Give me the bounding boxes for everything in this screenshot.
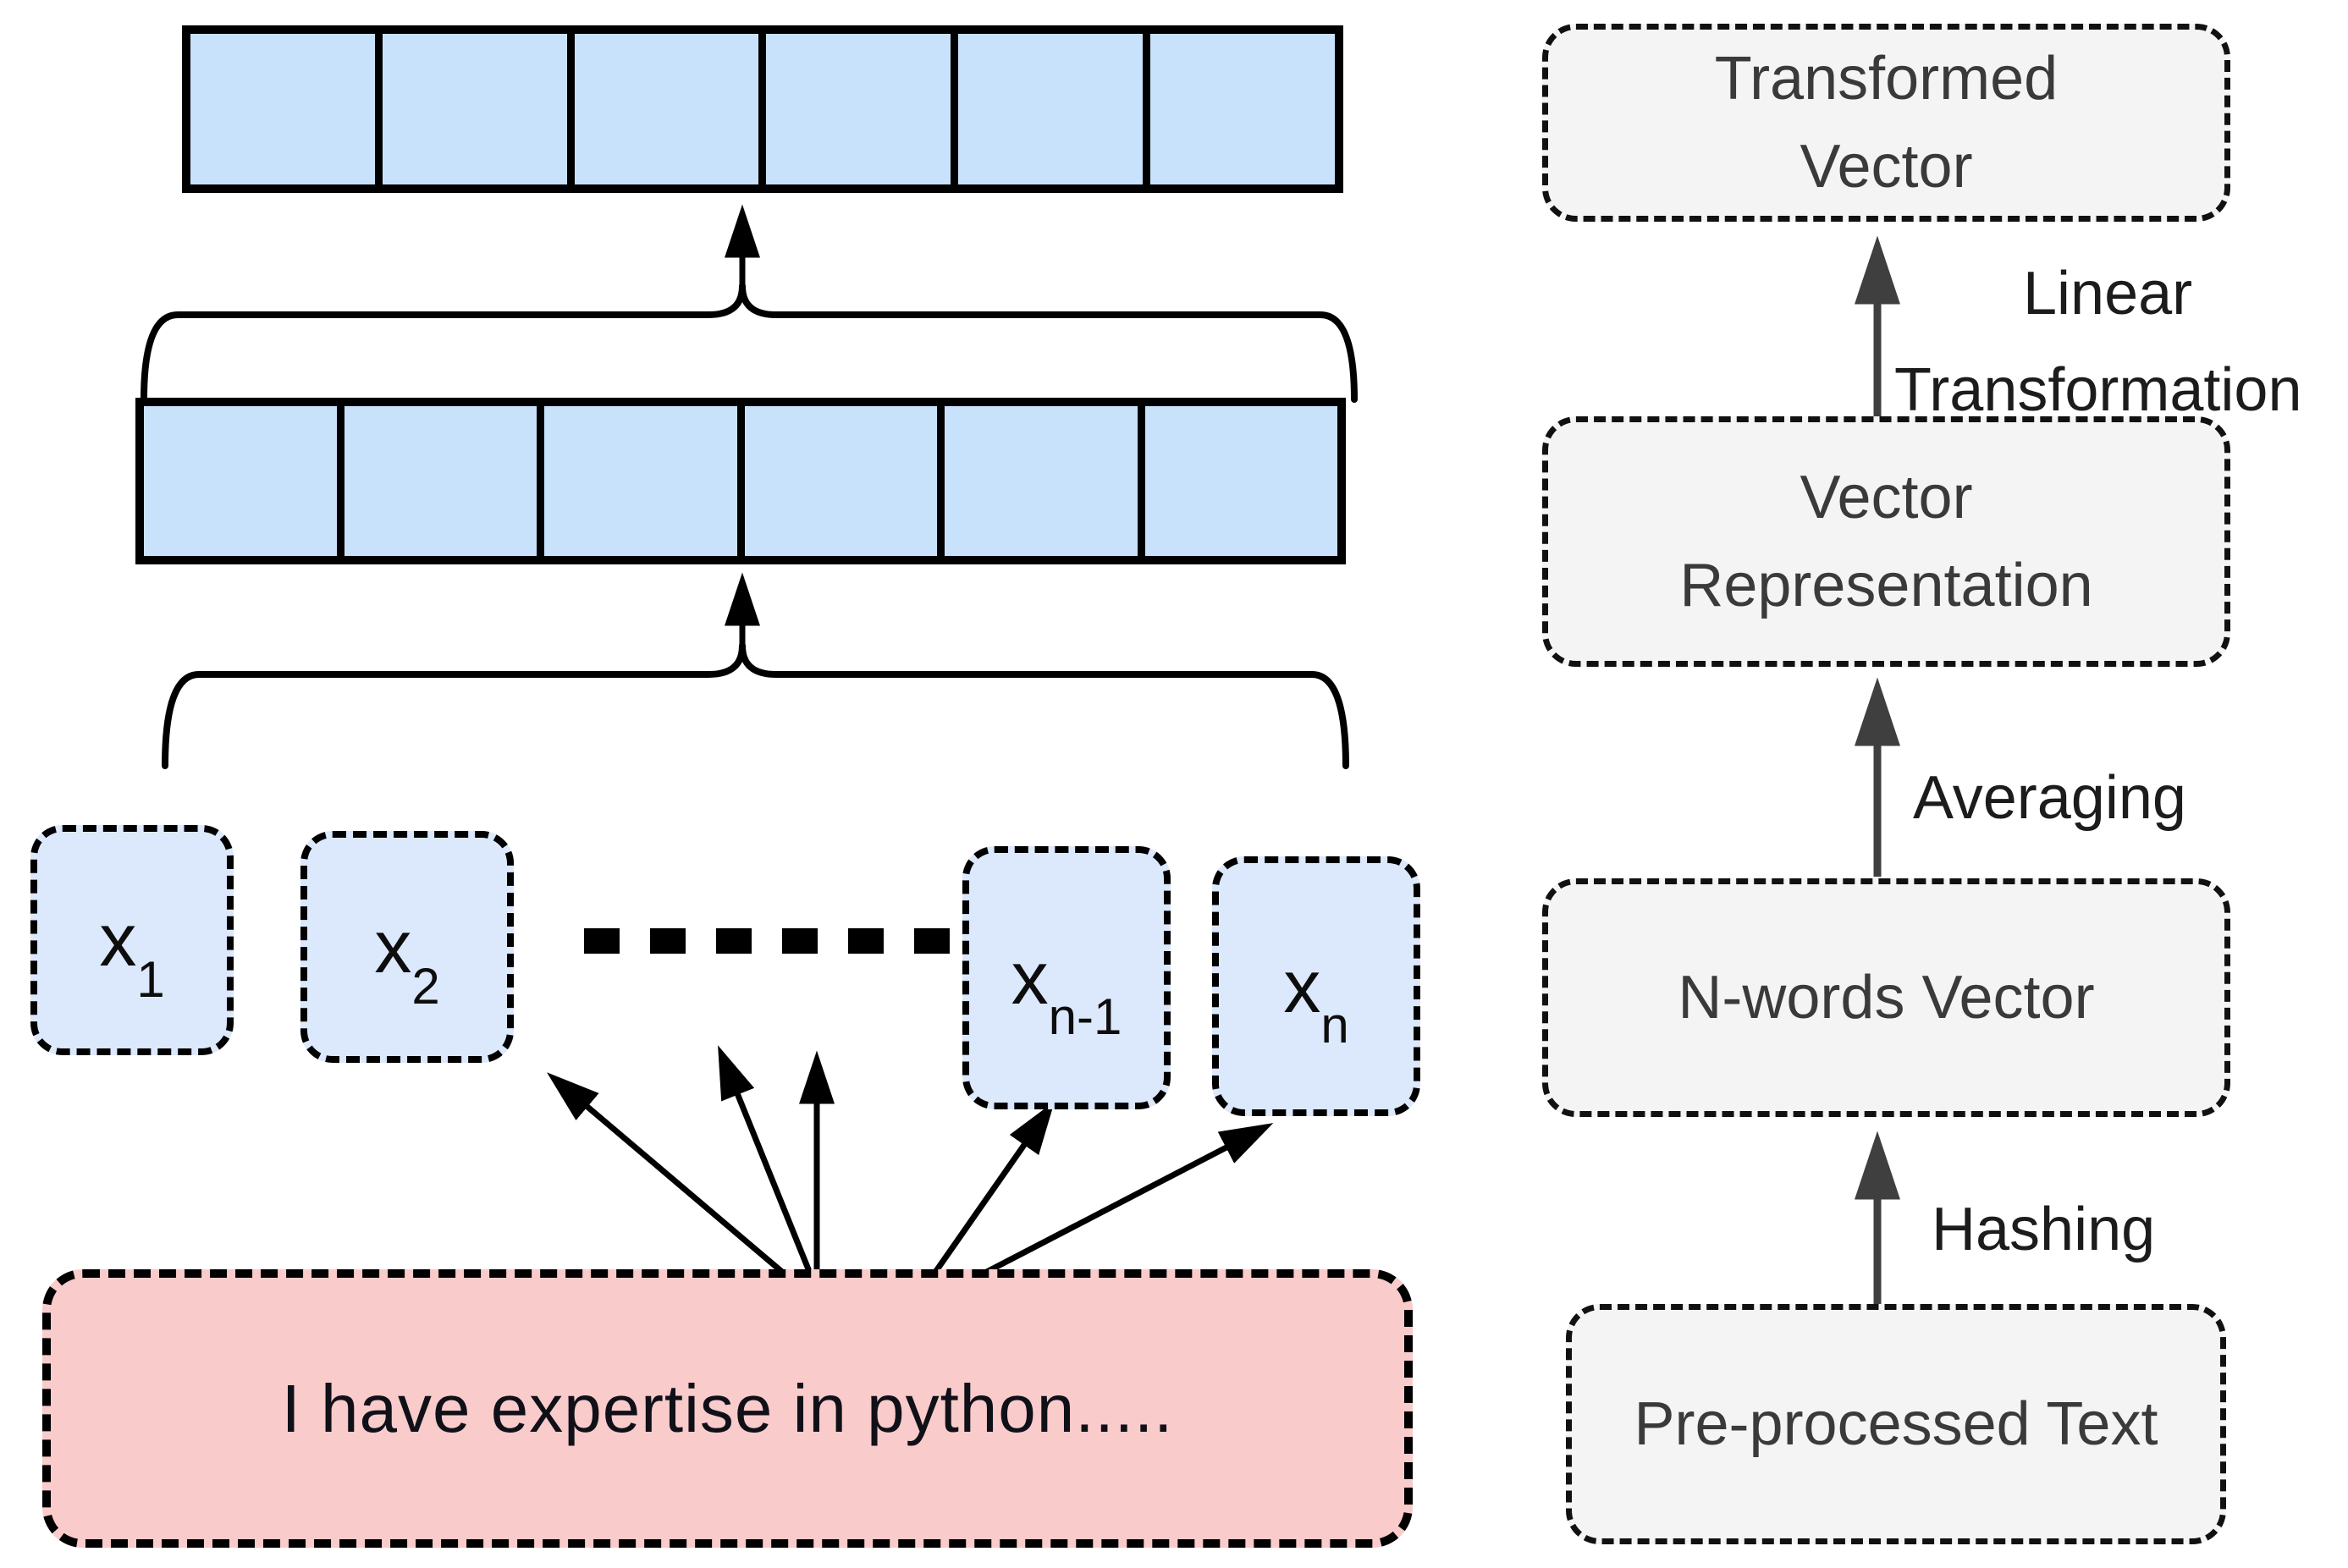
token-label: xn <box>1283 944 1349 1054</box>
output-vector-row <box>182 25 1343 193</box>
vector-cell <box>144 406 337 556</box>
token-xn-1: xn-1 <box>962 846 1171 1109</box>
stage-transformed-vector: Transformed Vector <box>1542 24 2230 222</box>
input-sentence-text: I have expertise in python..... <box>281 1370 1174 1446</box>
ellipsis-dot <box>584 928 620 954</box>
edge-label-averaging: Averaging <box>1913 764 2186 832</box>
stage-label-line: Pre-processed Text <box>1634 1390 2158 1458</box>
sentence-to-token-arrow <box>718 1045 826 1307</box>
ellipsis-dots <box>584 928 956 954</box>
ellipsis-dot <box>914 928 950 954</box>
token-label: xn-1 <box>1011 935 1122 1046</box>
vector-cell <box>1143 34 1335 184</box>
stage-label-line: Representation <box>1679 552 2093 619</box>
token-x2: x2 <box>300 831 514 1063</box>
token-label: x1 <box>99 898 165 1008</box>
token-subscript: 2 <box>411 957 440 1015</box>
token-label: x2 <box>374 905 440 1015</box>
ellipsis-dot <box>716 928 752 954</box>
stage-label-line: N-words Vector <box>1678 964 2095 1032</box>
token-subscript: n <box>1320 997 1349 1054</box>
input-sentence-box: I have expertise in python..... <box>42 1269 1413 1548</box>
vector-cell <box>736 406 937 556</box>
stage-pre-processed-text: Pre-processed Text <box>1566 1304 2226 1544</box>
ellipsis-dot <box>848 928 884 954</box>
lower-brace <box>162 642 1349 769</box>
ellipsis-dot <box>650 928 686 954</box>
stage-label-line: Vector <box>1800 133 1973 201</box>
vector-cell <box>537 406 737 556</box>
stage-vector-representation: Vector Representation <box>1542 416 2230 667</box>
token-subscript: n-1 <box>1048 988 1122 1046</box>
hashed-vector-row <box>135 398 1346 564</box>
vector-cell <box>374 34 567 184</box>
vector-cell <box>951 34 1144 184</box>
vector-cell <box>336 406 537 556</box>
edge-label-linear: Linear <box>2023 260 2193 327</box>
stage-n-words-vector: N-words Vector <box>1542 878 2230 1117</box>
vector-cell <box>566 34 759 184</box>
edge-label-hashing: Hashing <box>1932 1196 2156 1263</box>
token-xn: xn <box>1212 856 1420 1116</box>
vector-cell <box>937 406 1138 556</box>
vector-cell <box>1137 406 1337 556</box>
vector-cell <box>758 34 951 184</box>
token-subscript: 1 <box>136 950 165 1008</box>
edge-label-transformation: Transformation <box>1894 356 2302 424</box>
ellipsis-dot <box>782 928 818 954</box>
token-x1: x1 <box>30 825 234 1055</box>
stage-label-line: Transformed <box>1714 45 2059 113</box>
vector-cell <box>190 34 375 184</box>
upper-brace <box>141 283 1358 403</box>
stage-label-line: Vector <box>1800 464 1973 531</box>
